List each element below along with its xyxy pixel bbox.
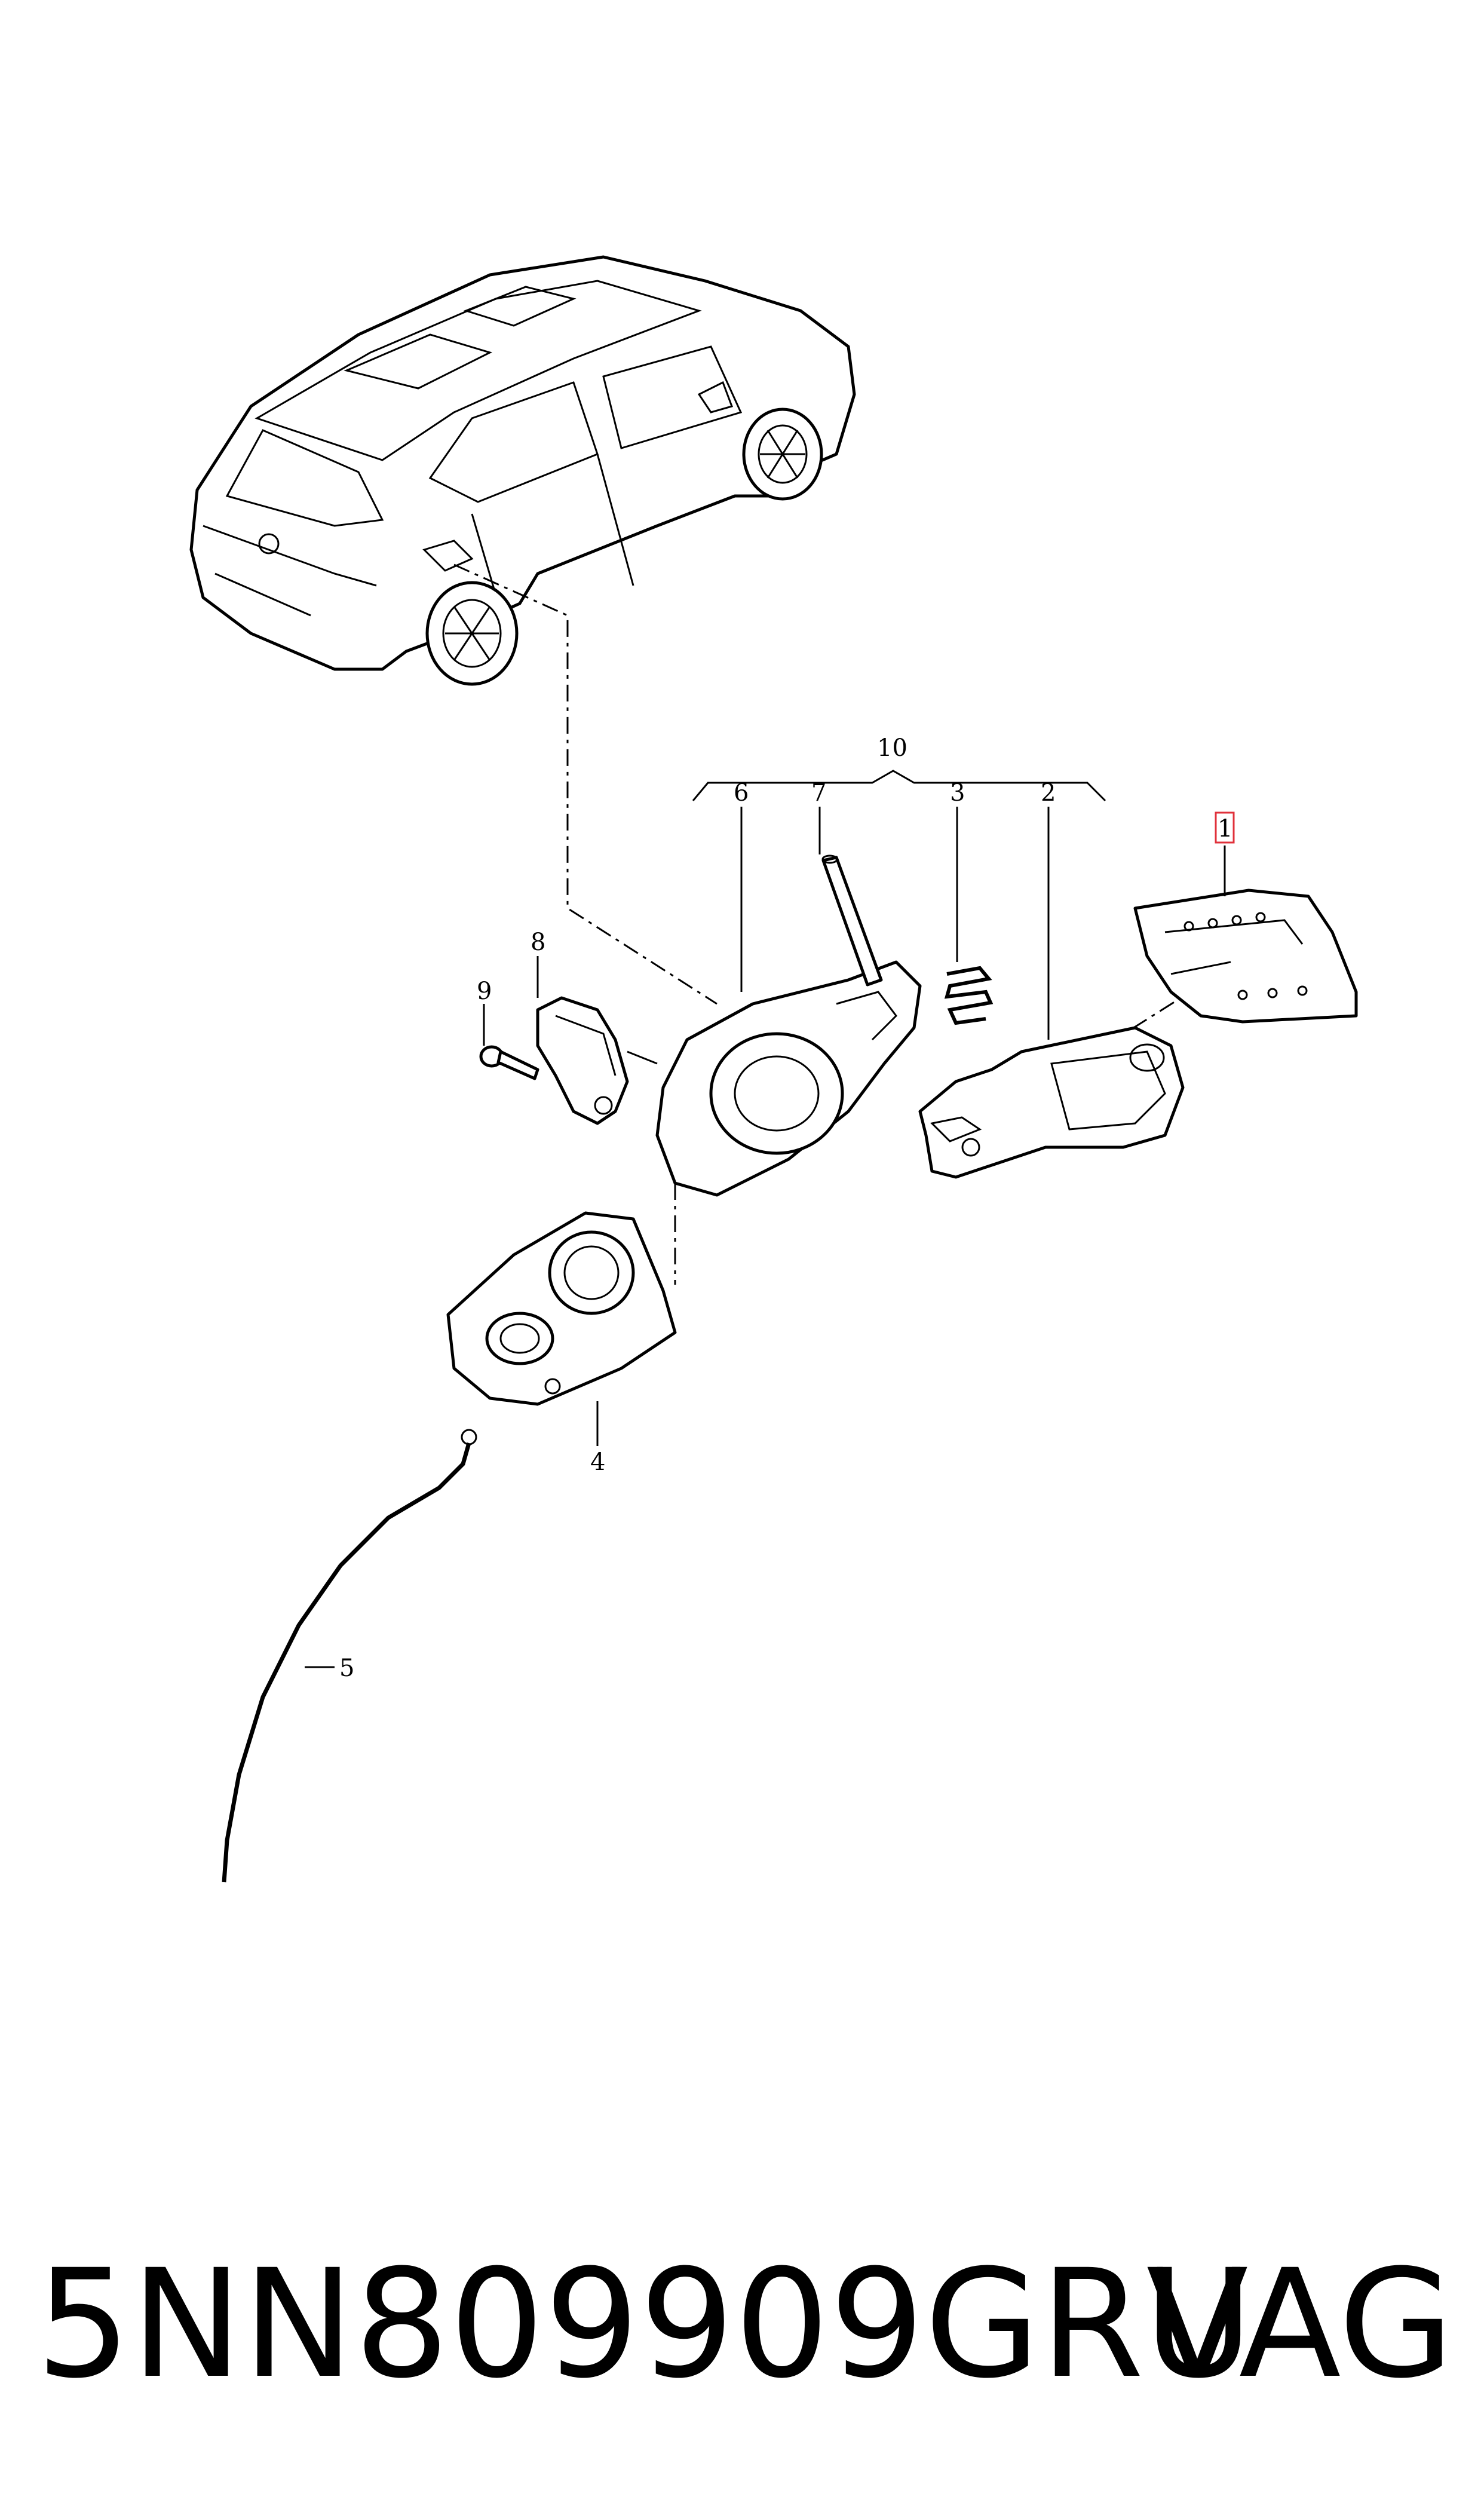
callout-7: 7 [811, 779, 826, 807]
part-3-spring [944, 966, 994, 1025]
part-7-pin [821, 854, 883, 987]
part-2-filler-bracket [918, 1026, 1185, 1179]
part-5-release-cable [222, 1429, 477, 1883]
vehicle-illustration [189, 255, 856, 686]
callout-1: 1 [1218, 815, 1232, 843]
callout-5: 5 [339, 1655, 354, 1682]
exploded-parts-diagram: 10 6 7 3 2 1 [189, 255, 1358, 1883]
part-9-screw [479, 1045, 539, 1080]
callout-10: 10 [877, 734, 907, 762]
part-1-fuel-flap [1133, 889, 1358, 1024]
footer: 5NN809909GRU VAG [0, 2247, 1484, 2402]
front-wheel [742, 408, 823, 501]
callout-4: 4 [590, 1448, 605, 1476]
callout-2: 2 [1041, 779, 1056, 807]
brand-label: VAG [1146, 2237, 1454, 2411]
callout-9: 9 [477, 978, 492, 1005]
part-8-actuator [536, 996, 629, 1125]
part-6-filler-housing [655, 960, 922, 1197]
rear-wheel [425, 581, 519, 686]
callout-1-highlight [1215, 811, 1235, 844]
callout-3: 3 [950, 779, 965, 807]
callout-6: 6 [734, 779, 749, 807]
part-number: 5NN809909GRU [36, 2237, 1253, 2411]
callout-8: 8 [531, 929, 545, 956]
part-4-filler-insert [446, 1211, 677, 1406]
